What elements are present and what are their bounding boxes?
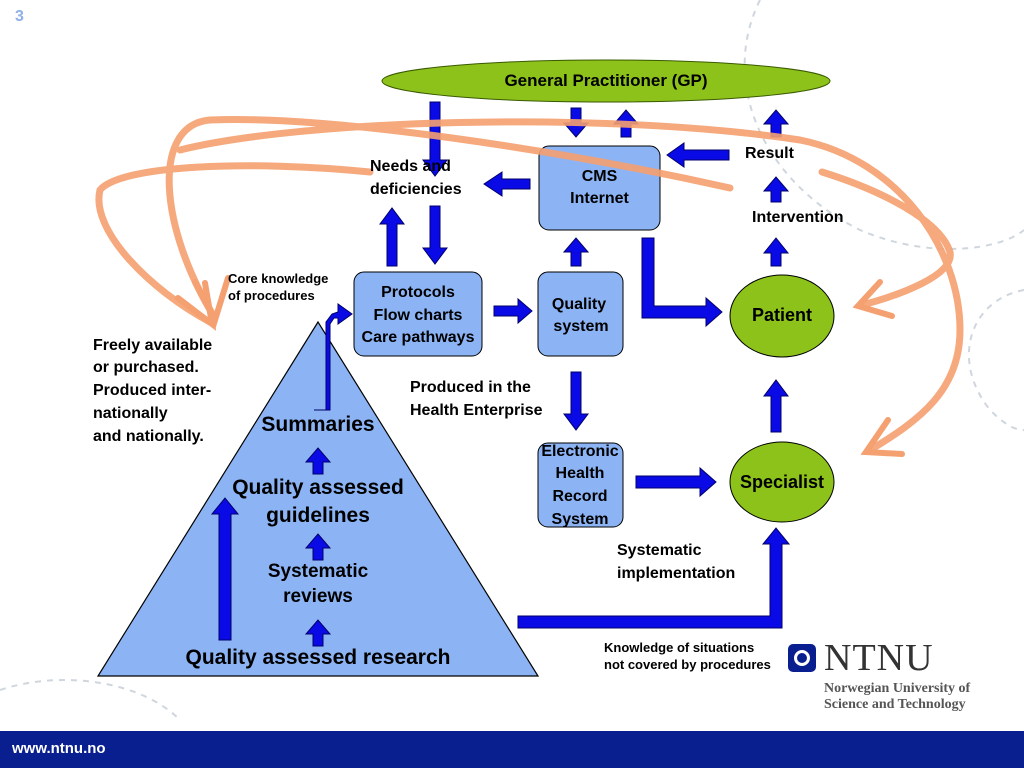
freely-label-1: Freely available	[93, 337, 213, 354]
ehr-label-1: Electronic	[541, 443, 619, 460]
feedback-curves	[95, 116, 964, 454]
patient-node[interactable]	[729, 274, 835, 358]
core-knowledge-label-1: Core knowledge	[228, 271, 329, 286]
core-knowledge-label-2: of procedures	[228, 288, 315, 303]
patient-label: Patient	[751, 305, 812, 325]
needs-label-1: Needs and	[370, 158, 451, 175]
slide-number: 3	[15, 8, 24, 25]
protocols-label-2: Flow charts	[373, 307, 463, 324]
ehr-label-3: Record	[552, 488, 608, 505]
intervention-label: Intervention	[752, 209, 844, 226]
specialist-label: Specialist	[739, 472, 825, 492]
quality-label-2: system	[553, 318, 609, 335]
gp-label: General Practitioner (GP)	[504, 71, 708, 90]
protocols-label-3: Care pathways	[361, 329, 475, 346]
freely-label-2: or purchased.	[93, 359, 199, 376]
pyramid-reviews-1: Systematic	[267, 561, 369, 582]
pyramid-guidelines-1: Quality assessed	[232, 476, 404, 499]
ehr-box[interactable]	[537, 442, 624, 528]
protocols-label-1: Protocols	[381, 284, 455, 301]
ntnu-wordmark: NTNU	[824, 637, 934, 679]
pyramid-guidelines-2: guidelines	[266, 504, 370, 527]
pyramid-research: Quality assessed research	[185, 646, 451, 669]
produced-label-1: Produced in the	[410, 379, 531, 396]
quality-system-box[interactable]	[537, 271, 624, 357]
specialist-node[interactable]	[729, 441, 835, 523]
curve-arrowheads	[175, 275, 905, 457]
ehr-label-2: Health	[555, 465, 605, 482]
pyramid-reviews-2: reviews	[283, 586, 353, 607]
produced-label-2: Health Enterprise	[410, 402, 543, 419]
ntnu-subtitle-2: Science and Technology	[824, 697, 966, 712]
systematic-impl-label-1: Systematic	[617, 542, 702, 559]
ntnu-subtitle-1: Norwegian University of	[824, 681, 971, 696]
footer-bar: www.ntnu.no	[0, 731, 1024, 768]
cms-label-1: CMS	[581, 168, 618, 185]
evidence-pyramid	[96, 320, 540, 677]
needs-label-2: deficiencies	[370, 181, 462, 198]
ehr-label-4: System	[551, 511, 609, 528]
freely-label-4: nationally	[93, 405, 168, 422]
gp-node[interactable]	[381, 59, 831, 103]
cms-label-2: Internet	[570, 190, 629, 207]
quality-label-1: Quality	[551, 296, 607, 313]
ntnu-logo-mark	[788, 644, 816, 672]
protocols-box[interactable]	[353, 271, 483, 357]
knowledge-label-1: Knowledge of situations	[604, 640, 755, 655]
footer-url[interactable]: www.ntnu.no	[12, 740, 106, 757]
freely-label-3: Produced inter-	[93, 382, 212, 399]
pyramid-summaries: Summaries	[261, 413, 375, 436]
knowledge-label-2: not covered by procedures	[604, 657, 771, 672]
freely-label-5: and nationally.	[93, 428, 204, 445]
systematic-impl-label-2: implementation	[617, 565, 736, 582]
result-label: Result	[745, 145, 794, 162]
